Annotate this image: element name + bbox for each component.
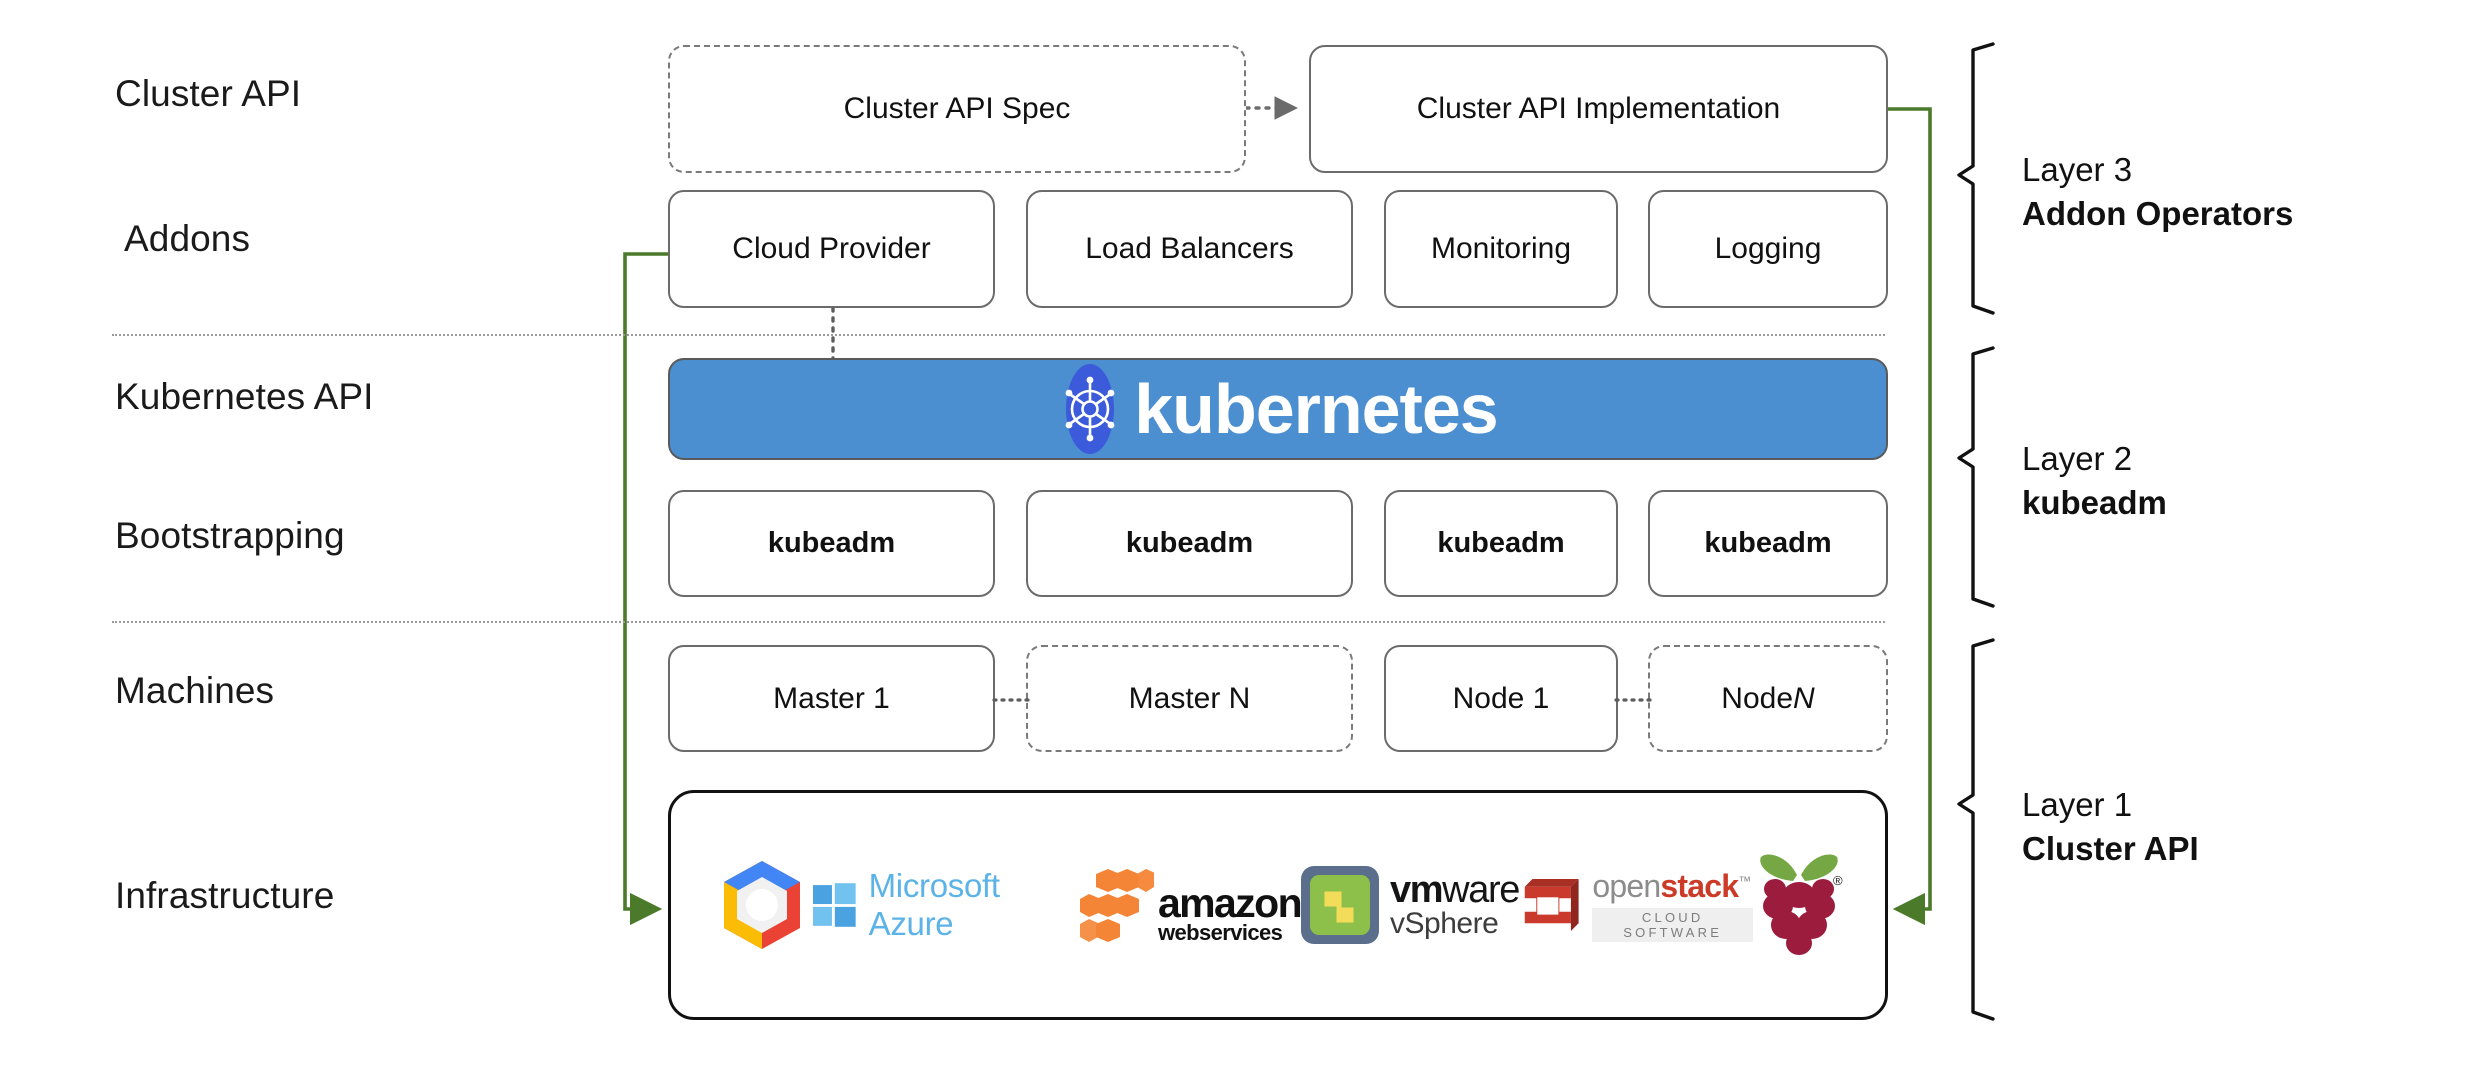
node-label: Monitoring [1430, 232, 1572, 265]
separator-layer2-layer1 [112, 621, 1885, 623]
brace-layer-1 [1957, 638, 1995, 1021]
layer-label-2: Layer 2 kubeadm [2022, 437, 2167, 525]
node-cloud-provider[interactable]: Cloud Provider [668, 190, 995, 308]
node-label: Cluster API Spec [843, 92, 1071, 125]
connector-master-pair [992, 698, 1033, 702]
kubernetes-wordmark: kubernetes [1134, 370, 1498, 448]
node-kubeadm-2[interactable]: kubeadm [1026, 490, 1353, 597]
aws-amazon-text: amazon [1157, 880, 1303, 927]
layer-2-number: Layer 2 [2022, 440, 2133, 477]
node-label: kubeadm [1437, 527, 1565, 559]
vmware-wordmark: vmware vSphere [1390, 869, 1520, 940]
kubernetes-helm-icon [1058, 363, 1122, 455]
row-label-machines: Machines [115, 670, 275, 711]
node-label: Load Balancers [1085, 232, 1294, 265]
layer-1-number: Layer 1 [2022, 786, 2133, 823]
connector-implementation-to-infrastructure [1888, 107, 1932, 926]
layer-2-name: kubeadm [2022, 483, 2167, 521]
connector-cloud-provider-to-infrastructure [623, 252, 668, 926]
openstack-stack-text: stack [1660, 868, 1739, 904]
node-load-balancers[interactable]: Load Balancers [1026, 190, 1353, 308]
infrastructure-box[interactable]: Microsoft Azure amazon webservices [668, 790, 1888, 1020]
brace-layer-3 [1957, 42, 1995, 315]
node-logging[interactable]: Logging [1648, 190, 1888, 308]
vmware-vm-bold: vm [1390, 869, 1444, 911]
node-label: Cluster API Implementation [1416, 92, 1781, 125]
openstack-open-text: open [1592, 868, 1661, 904]
raspberry-pi-logo: ® [1753, 849, 1845, 961]
node-monitoring[interactable]: Monitoring [1384, 190, 1618, 308]
trademark-icon: ™ [1738, 873, 1751, 889]
row-label-bootstrapping: Bootstrapping [115, 515, 345, 556]
layer-label-3: Layer 3 Addon Operators [2022, 148, 2293, 236]
node-kubeadm-1[interactable]: kubeadm [668, 490, 995, 597]
aws-wordmark: amazon webservices [1157, 880, 1303, 945]
layer-3-name: Addon Operators [2022, 194, 2294, 232]
node-cluster-api-implementation[interactable]: Cluster API Implementation [1309, 45, 1888, 173]
openstack-logo: openstack™ CLOUD SOFTWARE [1519, 868, 1753, 942]
node-kubeadm-3[interactable]: kubeadm [1384, 490, 1618, 597]
node-label: Logging [1714, 232, 1822, 265]
connector-node-pair [1614, 698, 1655, 702]
brace-layer-2 [1957, 346, 1995, 608]
node-label: kubeadm [1125, 527, 1254, 559]
node-cluster-api-spec[interactable]: Cluster API Spec [668, 45, 1246, 173]
vsphere-text: vSphere [1390, 907, 1499, 940]
node-master-n[interactable]: Master N [1026, 645, 1353, 752]
openstack-wordmark: openstack™ CLOUD SOFTWARE [1592, 868, 1753, 942]
row-label-infrastructure: Infrastructure [115, 875, 335, 916]
aws-logo: amazon webservices [1079, 867, 1303, 945]
node-label: Master N [1128, 681, 1251, 715]
vmware-text: vmware [1390, 869, 1520, 911]
openstack-name: openstack™ [1592, 868, 1753, 905]
aws-webservices-text: webservices [1157, 919, 1283, 945]
layer-label-1: Layer 1 Cluster API [2022, 783, 2199, 871]
node-label: kubeadm [1704, 527, 1832, 559]
vmware-ware-text: ware [1442, 869, 1520, 911]
row-label-addons: Addons [124, 218, 251, 259]
svg-text:®: ® [1833, 873, 1843, 888]
node-master-1[interactable]: Master 1 [668, 645, 995, 752]
microsoft-azure-logo: Microsoft Azure [813, 867, 1080, 943]
row-label-kubernetes-api: Kubernetes API [115, 376, 374, 417]
node-label-italic-suffix: N [1793, 681, 1815, 715]
openstack-tagline: CLOUD SOFTWARE [1592, 908, 1753, 942]
node-kubeadm-4[interactable]: kubeadm [1648, 490, 1888, 597]
node-label: kubeadm [767, 527, 896, 559]
azure-wordmark: Microsoft Azure [868, 867, 1000, 942]
separator-layer3-layer2 [112, 334, 1885, 336]
node-node-n[interactable]: Node N [1648, 645, 1888, 752]
kubernetes-banner[interactable]: kubernetes [668, 358, 1888, 460]
vmware-logo: vmware vSphere [1301, 866, 1520, 944]
layer-1-name: Cluster API [2022, 829, 2199, 867]
layer-3-number: Layer 3 [2022, 151, 2133, 188]
node-node-1[interactable]: Node 1 [1384, 645, 1618, 752]
row-label-cluster-api: Cluster API [115, 73, 302, 114]
node-label: Node [1721, 681, 1794, 715]
node-label: Node 1 [1452, 681, 1550, 715]
google-cloud-logo [711, 856, 813, 954]
node-label: Cloud Provider [732, 232, 931, 265]
node-label: Master 1 [773, 681, 890, 715]
